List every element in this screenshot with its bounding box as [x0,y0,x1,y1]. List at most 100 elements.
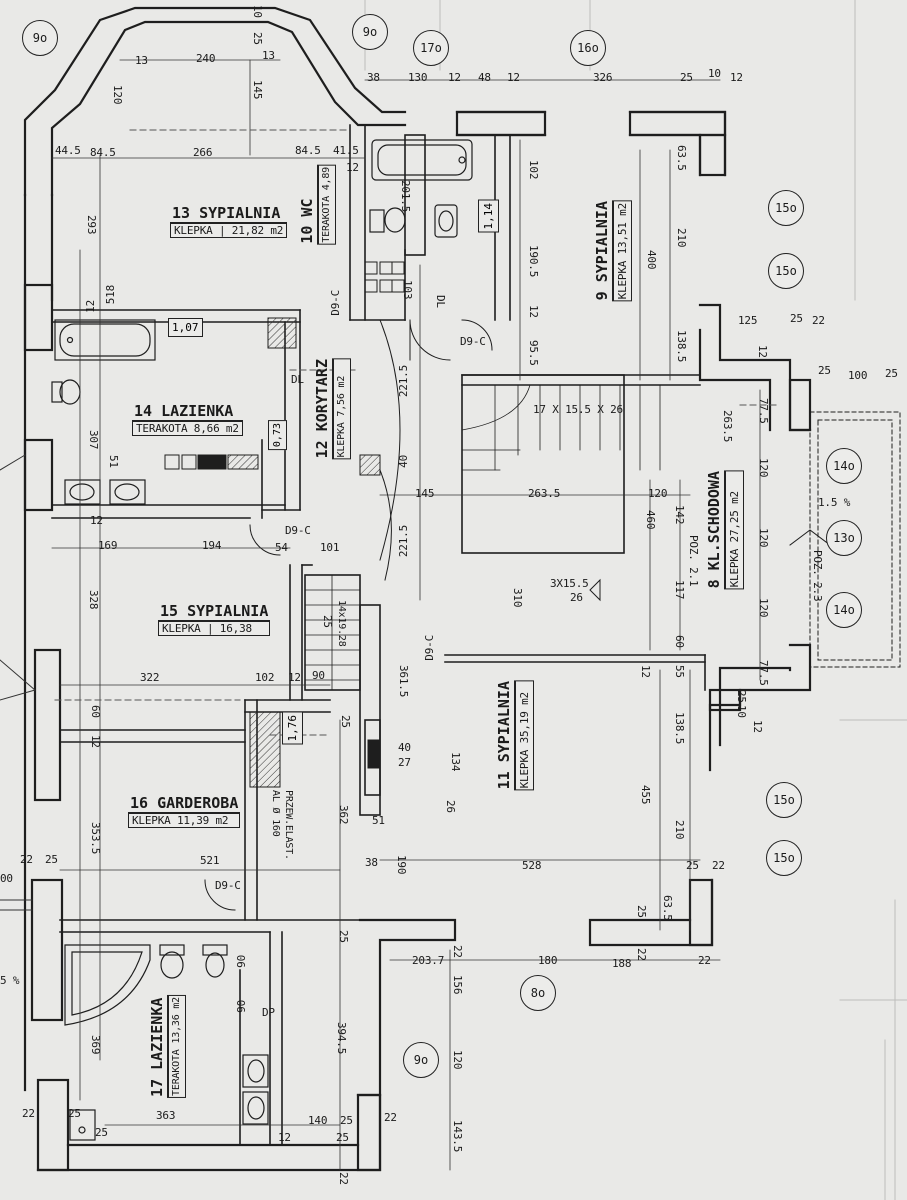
dim-label: 90 [235,955,248,968]
dim-label: 120 [111,85,124,105]
dim-label: 169 [98,539,118,552]
dim-label: 25 [686,859,699,872]
dim-label: 363 [156,1109,176,1122]
door-type-label: D9-C [285,524,311,537]
dim-label: 95.5 [527,340,540,366]
dim-label: 117 [673,580,686,600]
dim-label: 90 [312,669,325,682]
dim-label: 12 [448,71,461,84]
dim-label: 134 [449,752,462,772]
axis-bubble: 15o [766,840,802,876]
dim-label: 12 [288,671,301,684]
dim-label: 130 [408,71,428,84]
dim-label: 120 [757,458,770,478]
dim-label: 307 [87,430,100,450]
dim-label: 194 [202,539,222,552]
dim-label: 10 [708,67,721,80]
area-box: 1,76 [282,712,303,745]
dim-label: 25 [321,615,334,628]
dim-label: 22 [698,954,711,967]
dim-label: 221.5 [397,525,410,558]
axis-bubble: 15o [768,253,804,289]
room-15-label: 15 SYPIALNIA KLEPKA | 16,38 [158,602,271,636]
dim-label: 145 [251,80,264,100]
dim-label: 25 [336,1131,349,1144]
dim-label: 460 [644,510,657,530]
dim-label: 22 [384,1111,397,1124]
dim-label: 22 [635,948,648,961]
dim-label: 322 [140,671,160,684]
axis-bubble: 9o [22,20,58,56]
dim-label: 528 [522,859,542,872]
dim-label: 22 [451,945,464,958]
flex-duct-label: PRZEW.ELAST. [283,790,294,860]
dim-label: 25 [45,853,58,866]
dim-label: 125 [738,314,758,327]
room-9-label: 9 SYPIALNIA KLEPKA 13,51 m2 [593,200,632,302]
dim-label: 22 [712,859,725,872]
dim-label: 48 [478,71,491,84]
dim-label: 190 [395,855,408,875]
dim-label: 400 [645,250,658,270]
dim-label: 326 [593,71,613,84]
axis-bubble: 16o [570,30,606,66]
dim-label: 156 [451,975,464,995]
flex-duct-label: AL Ø 160 [270,790,281,837]
room-13-label: 13 SYPIALNIA KLEPKA | 21,82 m2 [170,205,288,238]
dim-label: 143.5 [451,1120,464,1153]
dim-label: 201.5 [399,180,412,213]
dim-label: 90 [235,1000,248,1013]
axis-bubble: 9o [403,1042,439,1078]
dim-label: 26 [570,591,583,604]
area-box: 0,73 [268,420,287,451]
dim-label: 12 [90,514,103,527]
dim-label: 12 [756,345,769,358]
dim-label: 190.5 [527,245,540,278]
dim-label: 12 [527,305,540,318]
dim-label: 180 [538,954,558,967]
dim-label: 26 [444,800,457,813]
dim-label: 210 [673,820,686,840]
dim-label: 263.5 [528,487,561,500]
dim-label: 138.5 [673,712,686,745]
dim-label: 102 [527,160,540,180]
dim-label: 240 [196,52,216,65]
room-11-label: 11 SYPIALNIA KLEPKA 35,19 m2 [495,680,534,791]
dim-label: 22 [20,853,33,866]
axis-bubble: 14o [826,592,862,628]
dim-label: 25 [339,715,352,728]
dim-label: 22 [22,1107,35,1120]
dim-label: 518 [104,285,117,305]
dim-label: 142 [673,505,686,525]
dim-label: 12 [346,161,359,174]
dim-label: 188 [612,957,632,970]
dp-label: DP [262,1006,275,1019]
dim-label: 266 [193,146,213,159]
dim-label: 293 [85,215,98,235]
dim-label: 25 [790,312,803,325]
dim-label: 10 [735,705,748,718]
dim-label: 12 [89,735,102,748]
dim-label: 14x19.28 [336,600,347,647]
dim-label: 120 [757,528,770,548]
dim-label: 1.5 % [818,496,851,509]
dim-label: 394.5 [335,1022,348,1055]
area-box: 1,07 [168,318,203,337]
dim-label: 77.5 [757,398,770,424]
dim-label: 13 [135,54,148,67]
dim-label: 44.5 [55,144,81,157]
dim-label: 25 [68,1107,81,1120]
dim-label: 25 [95,1126,108,1139]
dim-label: 25 [340,1114,353,1127]
dim-label: 101 [320,541,340,554]
dim-label: 63.5 [661,895,674,921]
axis-bubble: 17o [413,30,449,66]
dim-label: 455 [639,785,652,805]
dim-label: 145 [415,487,435,500]
dim-label: 60 [89,705,102,718]
dim-label: 328 [87,590,100,610]
dim-label: 77.5 [757,660,770,686]
stair-spec-label: 17 X 15.5 X 26 [533,403,623,416]
dim-label: 84.5 [90,146,116,159]
